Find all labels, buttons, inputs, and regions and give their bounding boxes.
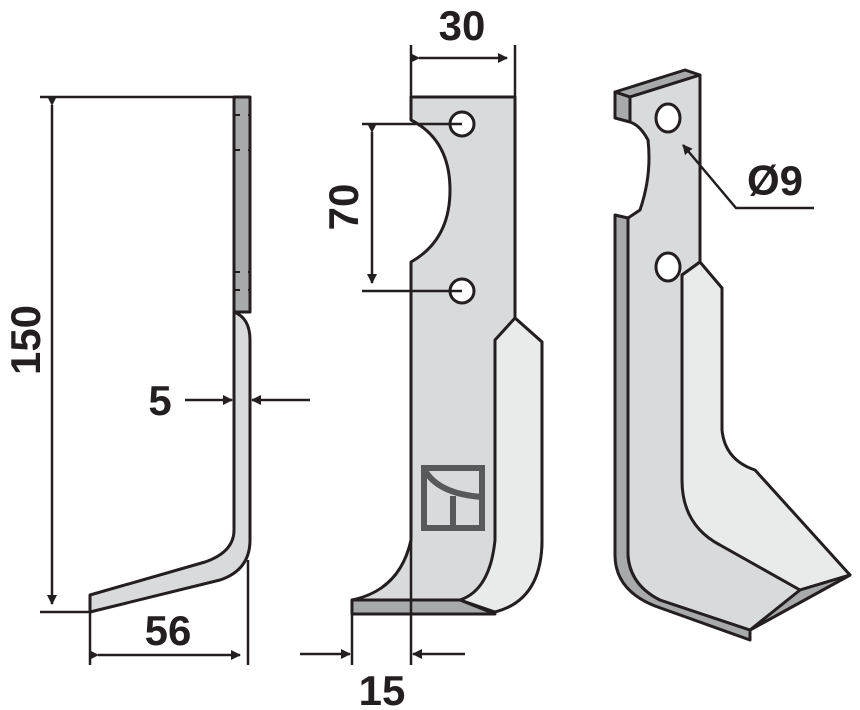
side-view-shank xyxy=(232,95,252,314)
hole-spacing-label: 70 xyxy=(320,184,367,231)
hole-diameter-label: Ø9 xyxy=(747,157,803,204)
perspective-bevel xyxy=(680,260,852,592)
side-view-hidden-lines xyxy=(234,114,250,291)
front-view-bevel xyxy=(458,316,544,614)
top-width-label: 30 xyxy=(439,2,486,49)
logo-mark xyxy=(421,465,485,531)
side-view-blade xyxy=(88,310,252,614)
side-view: 150 5 56 xyxy=(2,95,310,665)
offset-label: 15 xyxy=(359,667,406,710)
perspective-view: Ø9 xyxy=(613,68,852,642)
perspective-lower-hole xyxy=(654,251,682,283)
perspective-upper-hole xyxy=(654,102,682,134)
front-view-edge xyxy=(350,598,497,616)
hole-diameter-leader xyxy=(682,144,814,210)
thickness-label: 5 xyxy=(148,377,171,424)
height-label: 150 xyxy=(2,305,49,375)
front-view: 30 70 15 xyxy=(300,2,544,710)
foot-width-label: 56 xyxy=(145,607,192,654)
